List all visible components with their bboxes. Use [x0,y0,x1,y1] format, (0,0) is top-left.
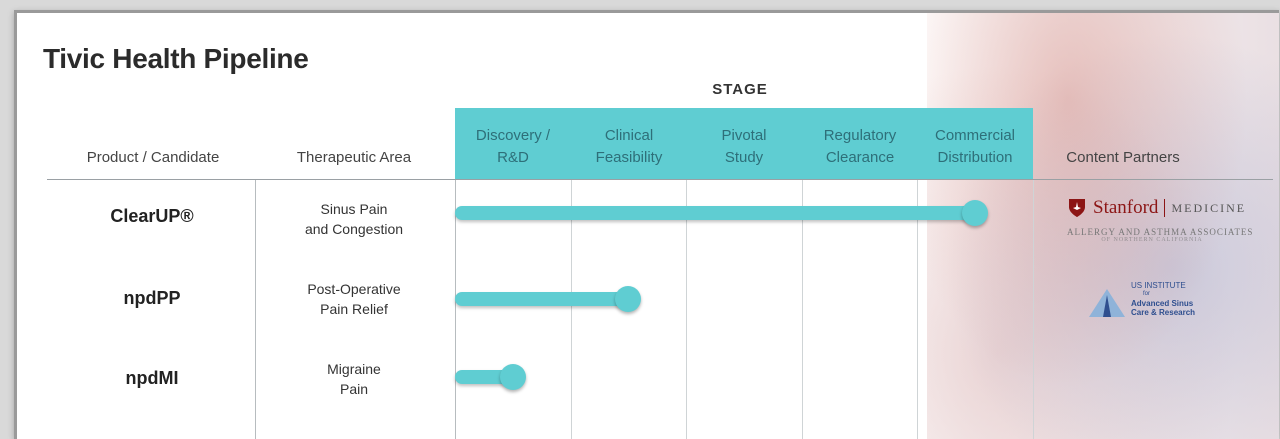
stage-divider-4 [917,180,918,439]
therapeutic-area-2-line1: Post-Operative [307,281,401,297]
stage-header-1-line1: Discovery / [475,127,551,144]
column-header-area: Therapeutic Area [296,149,412,166]
stage-label: STAGE [712,81,768,98]
product-name-2: npdPP [123,288,181,308]
progress-knob-1 [962,200,989,226]
us-institute-line2: for [1143,291,1151,297]
stage-header-1-line2: R&D [497,149,529,166]
stage-divider-3 [802,180,803,439]
stage-divider-1 [571,180,572,439]
progress-bar-3 [455,370,513,384]
us-institute-mountain-icon [1089,289,1125,317]
stage-header-4-line1: Regulatory [823,127,897,144]
product-name-1: ClearUP® [110,206,194,226]
page-title: Tivic Health Pipeline [43,43,309,74]
progress-knob-2 [615,286,642,312]
therapeutic-area-2: Post-Operative Pain Relief [269,279,439,319]
background-image [927,13,1279,439]
therapeutic-area-1: Sinus Pain and Congestion [269,199,439,239]
progress-track-2 [455,284,1033,314]
stanford-unit: MEDICINE [1171,200,1247,215]
stanford-medicine-logo: Stanford MEDICINE ALLERGY AND ASTHMA ASS… [1067,197,1267,243]
therapeutic-area-2-line2: Pain Relief [320,301,388,317]
us-institute-line1: US INSTITUTE [1131,281,1186,290]
stage-header-5: Commercial Distribution [917,125,1033,169]
stanford-divider [1164,199,1166,217]
stanford-wordmark: Stanford [1093,197,1159,218]
header-divider [47,179,1273,180]
therapeutic-area-1-line1: Sinus Pain [320,201,388,217]
progress-track-3 [455,362,1033,392]
stanford-subtitle-2: OF NORTHERN CALIFORNIA [1101,237,1203,243]
stage-divider-5 [1033,180,1034,439]
stage-divider-2 [686,180,687,439]
stage-header-2-line2: Feasibility [595,149,663,166]
progress-bar-2 [455,292,629,306]
pipeline-slide: Tivic Health Pipeline STAGE Discovery / … [14,10,1279,439]
therapeutic-area-3: Migraine Pain [269,359,439,399]
progress-track-1 [455,198,1033,228]
us-institute-text: US INSTITUTE for Advanced Sinus Care & R… [1131,281,1195,317]
stage-header-3: Pivotal Study [686,125,802,169]
stage-header-4-line2: Clearance [825,149,895,166]
stanford-shield-icon [1069,199,1085,217]
stage-header-1: Discovery / R&D [455,125,571,169]
therapeutic-area-3-line2: Pain [339,381,369,397]
stage-header-2: Clinical Feasibility [571,125,687,169]
stage-header-5-line2: Distribution [937,149,1013,166]
stage-header-3-line1: Pivotal [721,127,767,144]
stage-header-4: Regulatory Clearance [802,125,918,169]
stage-header-5-line1: Commercial [934,127,1015,144]
therapeutic-area-3-line1: Migraine [327,361,381,377]
progress-knob-3 [499,364,526,390]
stage-header-2-line1: Clinical [604,127,654,144]
us-institute-line3: Advanced Sinus [1131,299,1194,308]
column-header-product: Product / Candidate [86,149,220,166]
stage-header-band [455,108,1033,180]
therapeutic-area-1-line2: and Congestion [304,221,404,237]
us-institute-logo: US INSTITUTE for Advanced Sinus Care & R… [1089,281,1229,317]
column-header-partners: Content Partners [1066,149,1180,166]
stanford-subtitle: ALLERGY AND ASTHMA ASSOCIATES [1067,227,1254,237]
progress-bar-1 [455,206,976,220]
us-institute-line4: Care & Research [1131,308,1196,317]
column-divider-product [255,180,256,439]
product-name-3: npdMI [125,368,179,388]
column-divider-area [455,180,456,439]
stage-header-3-line2: Study [724,149,764,166]
